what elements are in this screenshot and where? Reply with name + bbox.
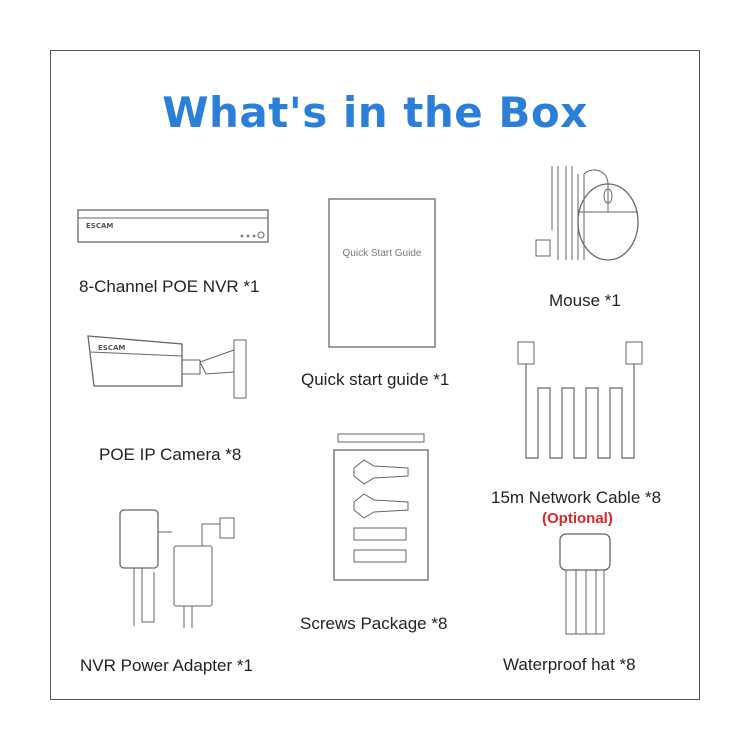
nvr-brand: ESCAM	[86, 222, 113, 230]
camera-image: ESCAM	[86, 332, 262, 402]
adapter-image	[112, 502, 244, 634]
guide-image: Quick Start Guide	[328, 198, 438, 350]
cable-optional-note: (Optional)	[542, 510, 613, 527]
camera-brand: ESCAM	[98, 344, 125, 352]
cable-label: 15m Network Cable *8	[491, 488, 662, 507]
screws-image	[334, 432, 430, 582]
nvr-image: ESCAM	[76, 208, 272, 248]
nvr-label: 8-Channel POE NVR *1	[79, 277, 260, 296]
hat-label: Waterproof hat *8	[503, 655, 636, 674]
screws-label: Screws Package *8	[300, 614, 448, 633]
adapter-label: NVR Power Adapter *1	[80, 656, 253, 675]
guide-label: Quick start guide *1	[301, 370, 450, 389]
cable-image	[512, 338, 648, 468]
mouse-image	[528, 160, 648, 270]
page-title: What's in the Box	[162, 88, 588, 137]
camera-label: POE IP Camera *8	[99, 445, 242, 464]
guide-cover-text: Quick Start Guide	[343, 248, 422, 259]
hat-image	[556, 530, 616, 640]
content-frame	[50, 50, 700, 700]
mouse-label: Mouse *1	[549, 291, 621, 310]
